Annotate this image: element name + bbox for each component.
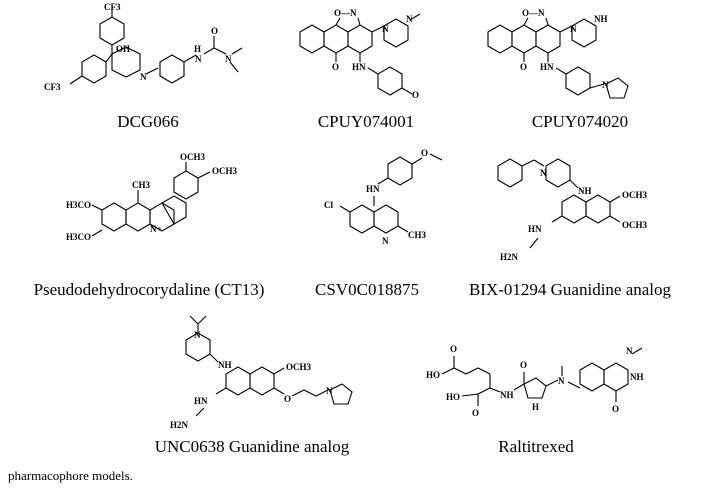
structure-ct13: H3CO H3CO CH3 N+ OCH3 OCH3	[62, 150, 262, 260]
structure-unc0638: N NH OCH3 O N HN H2N	[170, 310, 390, 430]
svg-text:N: N	[195, 54, 202, 64]
svg-text:CF3: CF3	[104, 2, 121, 12]
svg-text:N: N	[382, 24, 389, 34]
compound-name-csv0c018875: CSV0C018875	[315, 280, 419, 299]
svg-text:H2N: H2N	[170, 420, 189, 430]
svg-text:HO: HO	[446, 392, 460, 402]
svg-text:O: O	[520, 360, 527, 370]
structure-cpuy074001: O—N N N O HN O	[292, 2, 452, 112]
svg-text:N: N	[602, 80, 609, 90]
svg-text:Cl: Cl	[324, 200, 333, 210]
svg-text:HN: HN	[528, 224, 542, 234]
structure-bix01294: N NH OCH3 OCH3 HN H2N	[492, 148, 692, 270]
svg-text:N+: N+	[150, 224, 162, 234]
svg-text:OCH3: OCH3	[622, 190, 648, 200]
svg-text:HN: HN	[194, 396, 208, 406]
compound-name-raltitrexed: Raltitrexed	[498, 437, 574, 456]
svg-text:CH3: CH3	[408, 230, 427, 240]
structure-raltitrexed: HO O O HO NH O H N N NH O	[424, 330, 684, 430]
svg-text:NH: NH	[630, 372, 644, 382]
svg-text:O: O	[332, 62, 339, 72]
svg-text:OCH3: OCH3	[286, 362, 312, 372]
svg-text:NH: NH	[594, 14, 608, 24]
svg-text:H3CO: H3CO	[66, 232, 91, 242]
svg-text:OCH3: OCH3	[622, 220, 648, 230]
svg-text:O: O	[412, 90, 419, 100]
svg-text:H3CO: H3CO	[66, 200, 91, 210]
svg-text:N: N	[140, 72, 147, 82]
svg-text:O: O	[612, 404, 619, 414]
structure-csv0c018875: O HN N CH3 Cl	[308, 146, 478, 266]
svg-text:H: H	[194, 44, 201, 54]
svg-text:N: N	[194, 330, 201, 340]
svg-text:O—N: O—N	[522, 8, 545, 18]
svg-text:HN: HN	[352, 62, 366, 72]
compound-name-cpuy074020: CPUY074020	[531, 112, 629, 131]
compound-name-cpuy074001: CPUY074001	[317, 112, 415, 131]
svg-text:O—N: O—N	[334, 8, 357, 18]
svg-text:NH: NH	[578, 186, 592, 196]
svg-text:N: N	[326, 386, 333, 396]
svg-text:O: O	[421, 148, 428, 158]
compound-name-bix01294: BIX-01294 Guanidine analog	[468, 280, 672, 299]
svg-text:O: O	[520, 62, 527, 72]
svg-text:NH: NH	[218, 360, 232, 370]
svg-text:OCH3: OCH3	[180, 152, 206, 162]
compound-name-unc0638: UNC0638 Guanidine analog	[154, 437, 350, 456]
svg-text:O: O	[450, 344, 457, 354]
compound-name-ct13: Pseudodehydrocorydaline (CT13)	[33, 280, 265, 299]
svg-text:N: N	[570, 24, 577, 34]
svg-text:N: N	[382, 236, 389, 246]
svg-text:N: N	[558, 376, 565, 386]
svg-text:HO: HO	[426, 370, 440, 380]
svg-text:CF3: CF3	[44, 82, 61, 92]
svg-text:HN: HN	[366, 184, 380, 194]
svg-text:CH3: CH3	[132, 180, 151, 190]
structure-cpuy074020: O—N N NH O HN N	[480, 2, 680, 112]
svg-text:N: N	[406, 14, 413, 24]
svg-text:H: H	[532, 402, 539, 412]
svg-text:N: N	[540, 168, 547, 178]
svg-text:N: N	[626, 346, 633, 356]
structure-dcg066: CF3 OH CF3 N H N O N	[40, 2, 260, 100]
svg-text:H2N: H2N	[500, 252, 519, 262]
svg-text:O: O	[211, 26, 218, 36]
compound-name-dcg066: DCG066	[117, 112, 179, 131]
svg-text:OCH3: OCH3	[212, 166, 238, 176]
svg-text:O: O	[472, 408, 479, 418]
svg-text:HN: HN	[540, 62, 554, 72]
svg-text:N: N	[225, 54, 232, 64]
figure-caption: pharmacophore models.	[8, 468, 133, 483]
svg-text:O: O	[284, 394, 291, 404]
svg-text:NH: NH	[500, 390, 514, 400]
